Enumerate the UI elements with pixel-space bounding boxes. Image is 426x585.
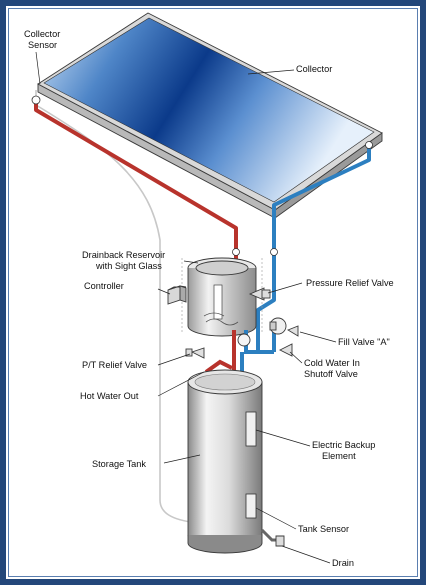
pt-relief-valve <box>185 347 205 359</box>
electric-backup-label-line1: Electric Backup <box>312 440 375 450</box>
drain-label: Drain <box>332 558 354 568</box>
sight-glass <box>213 284 223 320</box>
frame-inner-border <box>8 8 418 577</box>
pump <box>269 317 287 335</box>
cold-pipe-fitting <box>365 141 373 149</box>
controller-label: Controller <box>84 281 124 291</box>
drainback-reservoir <box>187 257 257 337</box>
tank-sensor <box>245 493 257 519</box>
hot-pipe-union <box>232 248 240 256</box>
fill-valve-label: Fill Valve "A" <box>338 337 390 347</box>
controller-box <box>167 285 187 305</box>
hot-water-out-label: Hot Water Out <box>80 391 139 401</box>
collector-sensor-label-line2: Sensor <box>28 40 57 50</box>
collector-sensor-fitting <box>31 95 41 105</box>
cold-water-label-line1: Cold Water In <box>304 358 360 368</box>
pressure-relief-valve <box>248 287 271 301</box>
cold-water-label-line2: Shutoff Valve <box>304 369 358 379</box>
drainback-label-line2: with Sight Glass <box>95 261 162 271</box>
leader-lines <box>35 51 337 564</box>
electric-backup-element <box>245 411 257 447</box>
cold-water-shutoff-valve <box>278 343 293 357</box>
sensor-wire <box>35 90 199 524</box>
drain-valve <box>260 528 285 547</box>
pt-relief-label: P/T Relief Valve <box>82 360 147 370</box>
cold-pipe-union <box>270 248 278 256</box>
electric-backup-label-line2: Element <box>322 451 356 461</box>
fill-valve <box>286 325 299 337</box>
pressure-relief-label: Pressure Relief Valve <box>306 278 394 288</box>
hot-water-out-pipe <box>204 359 233 374</box>
tank-sensor-label: Tank Sensor <box>298 524 349 534</box>
drainback-label-line1: Drainback Reservoir <box>82 250 165 260</box>
collector-label: Collector <box>296 64 332 74</box>
collector-panel <box>37 12 383 219</box>
storage-tank <box>187 369 263 554</box>
storage-tank-label: Storage Tank <box>92 459 146 469</box>
collector-sensor-label-line1: Collector <box>24 29 60 39</box>
gauge <box>237 333 251 347</box>
